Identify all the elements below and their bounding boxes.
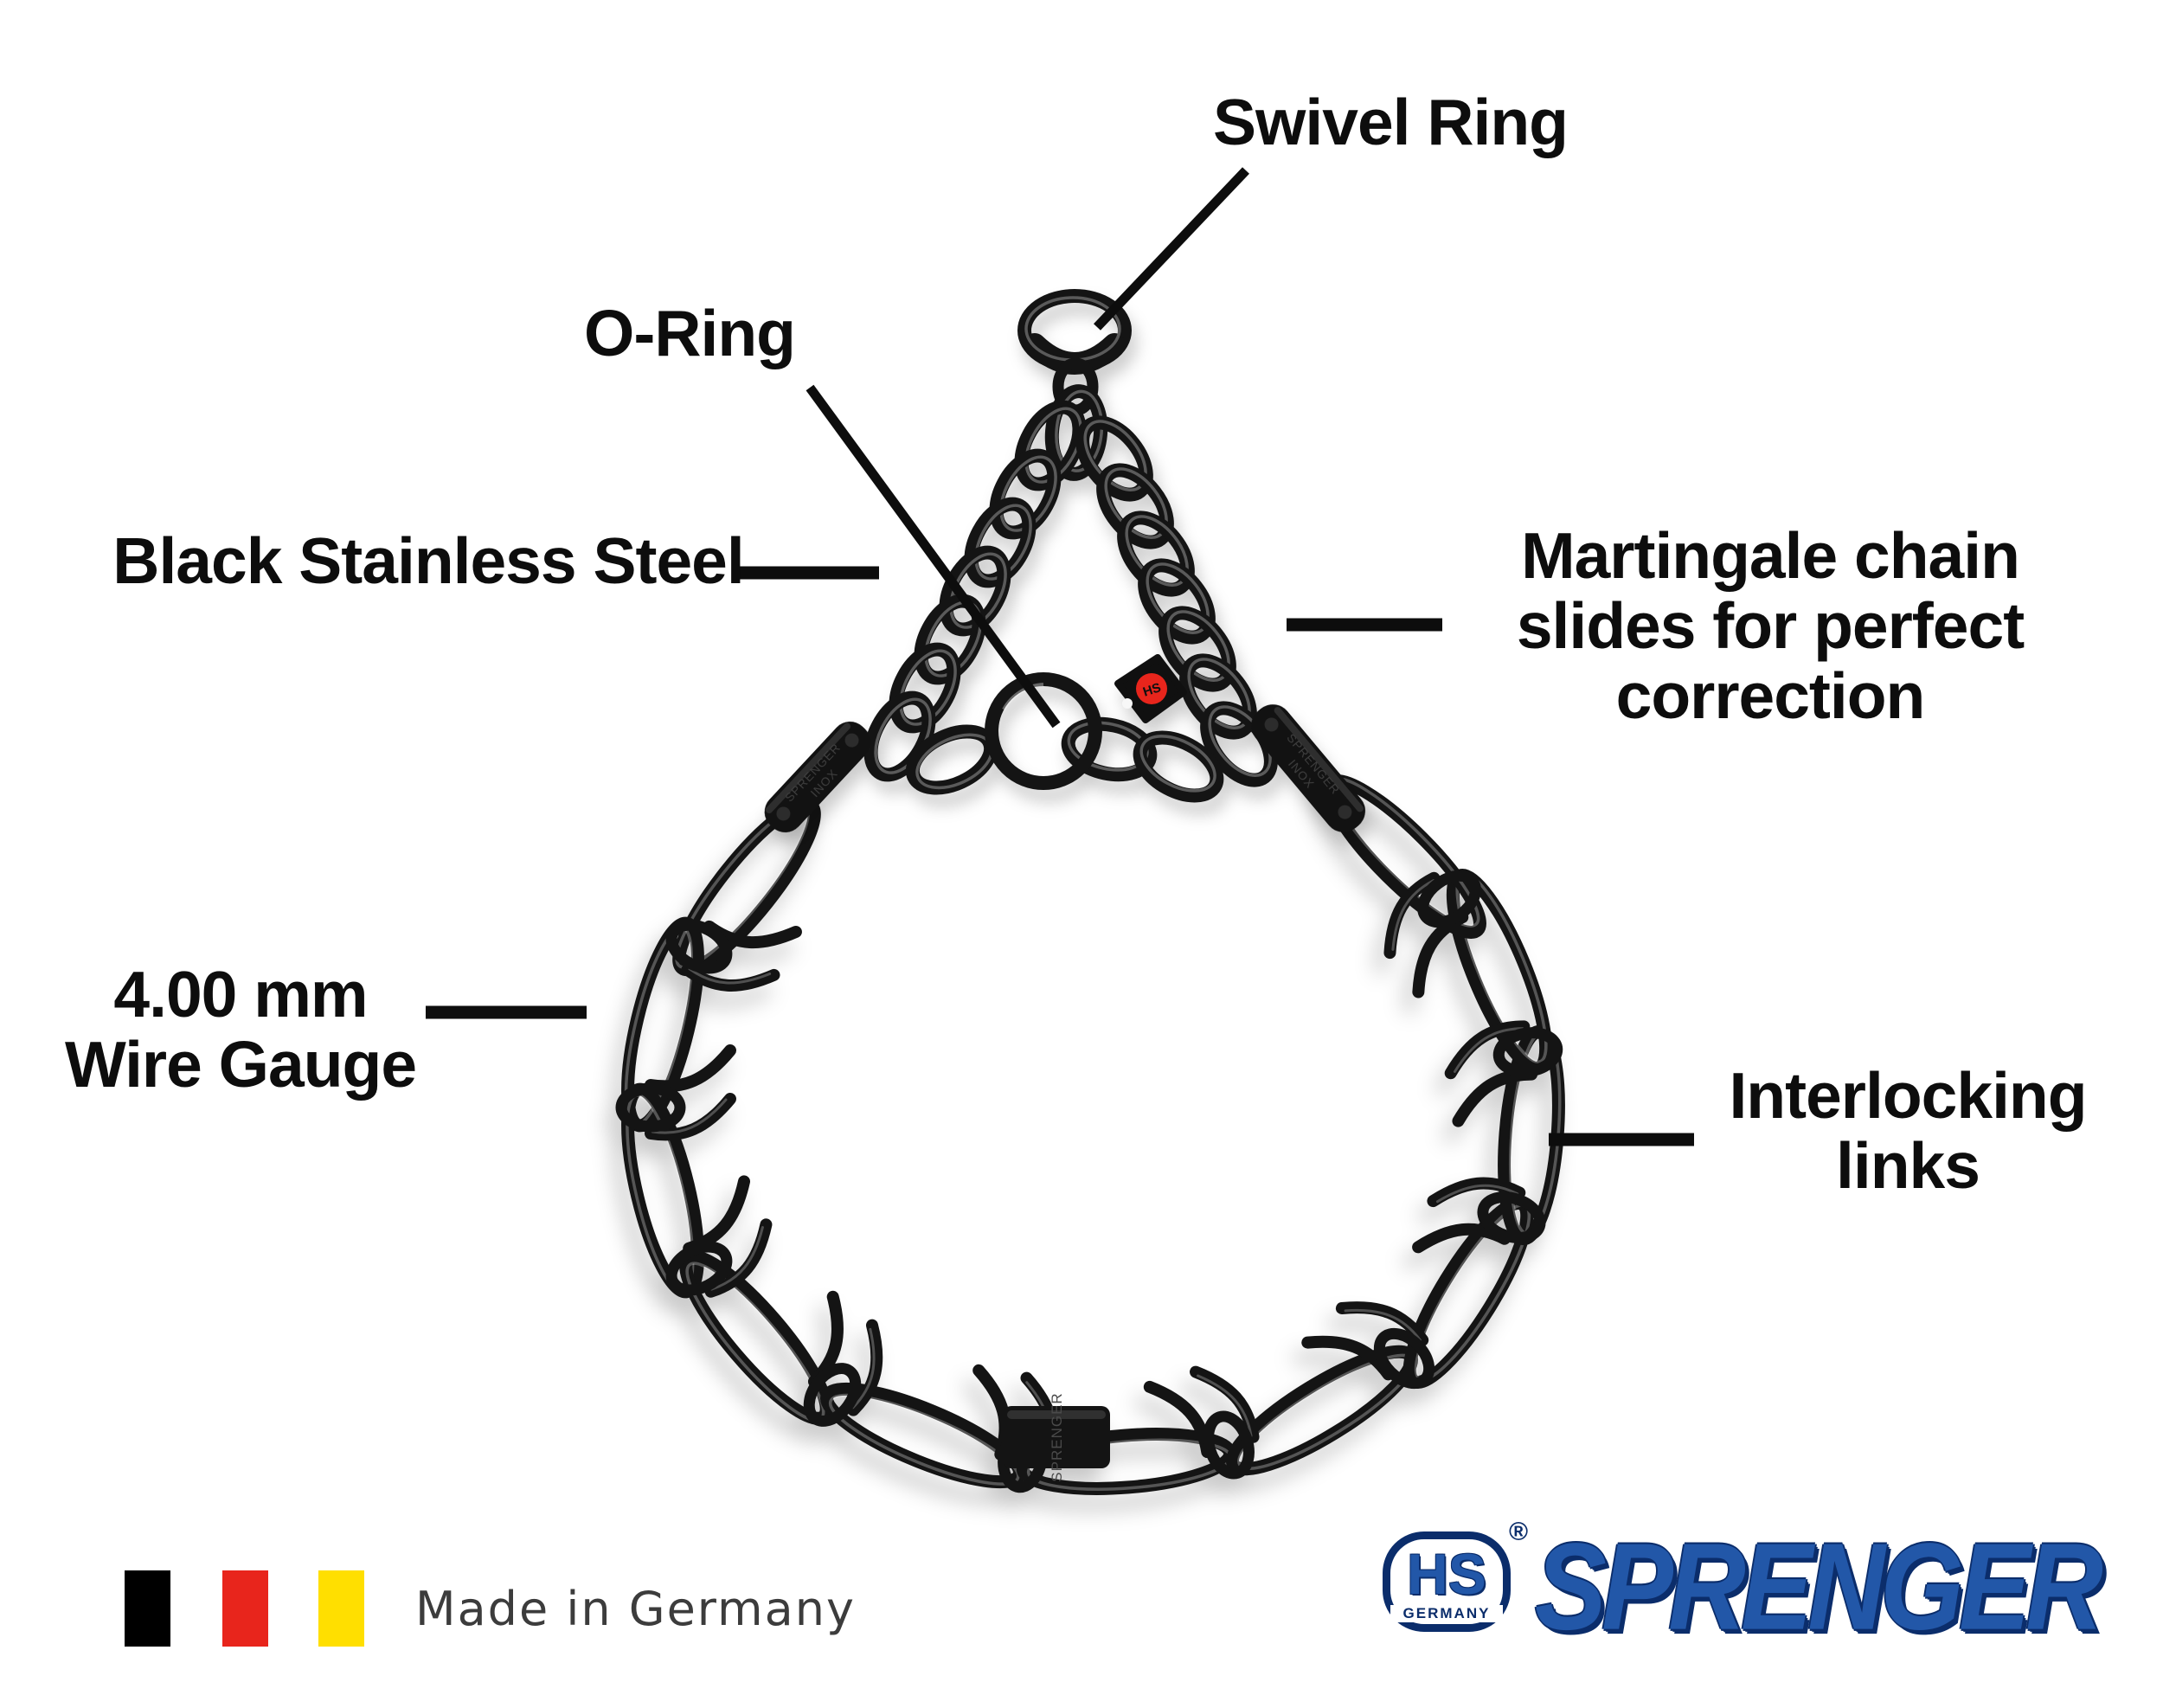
sprenger-logo: HS GERMANY ® SPRENGER [1377,1518,2121,1658]
bottom-plate-engraving: SPRENGER [1049,1392,1065,1481]
martingale-label-line1: Martingale chain [1521,519,2020,592]
german-flag-black-square [125,1570,170,1647]
tag-red-dot [1136,673,1167,704]
black-stainless-steel-label: Black Stainless Steel [82,526,774,596]
o-ring [985,672,1102,790]
interlocking-label-line1: Interlocking [1729,1059,2087,1132]
o-ring-label-text: O-Ring [584,297,796,369]
swivel-ring-label-text: Swivel Ring [1213,86,1569,158]
tag-logo: HS [1141,680,1163,700]
swivel-ring-leader [1094,167,1249,331]
black-stainless-steel-label-text: Black Stainless Steel [112,524,744,597]
martingale-label-line3: correction [1615,659,1926,732]
martingale-label: Martingale chain slides for perfect corr… [1424,521,2116,731]
collar-ring: SPRENGER [613,764,1566,1499]
o-ring-label: O-Ring [430,299,949,369]
tag-hole [1122,698,1133,709]
bottom-connector-plate: SPRENGER [1003,1392,1110,1482]
sprenger-wordmark: SPRENGER [1535,1518,2103,1655]
o-ring-leader [806,384,1061,729]
martingale-label-line2: slides for perfect [1516,589,2025,662]
hs-badge-icon: HS GERMANY [1383,1531,1511,1632]
leader-lines [426,167,1694,1146]
hs-badge-letters: HS [1407,1542,1486,1606]
brand-tag: HS [1114,654,1187,723]
chain-link [859,688,941,785]
registered-trademark-icon: ® [1509,1518,1529,1546]
wire-gauge-label-line2: Wire Gauge [64,1028,417,1101]
german-flag-gold-square [318,1570,364,1647]
swivel-ring-label: Swivel Ring [1131,87,1650,157]
collar-link [1392,1191,1545,1396]
interlocking-links-label: Interlocking links [1648,1061,2163,1201]
made-in-germany-text: Made in Germany [415,1582,856,1636]
wire-gauge-label-line1: 4.00 mm [113,958,368,1031]
wire-gauge-label: 4.00 mm Wire Gauge [0,960,490,1100]
hs-badge-country: GERMANY [1390,1605,1503,1622]
interlocking-label-line2: links [1836,1129,1980,1202]
german-flag-red-square [222,1570,268,1647]
